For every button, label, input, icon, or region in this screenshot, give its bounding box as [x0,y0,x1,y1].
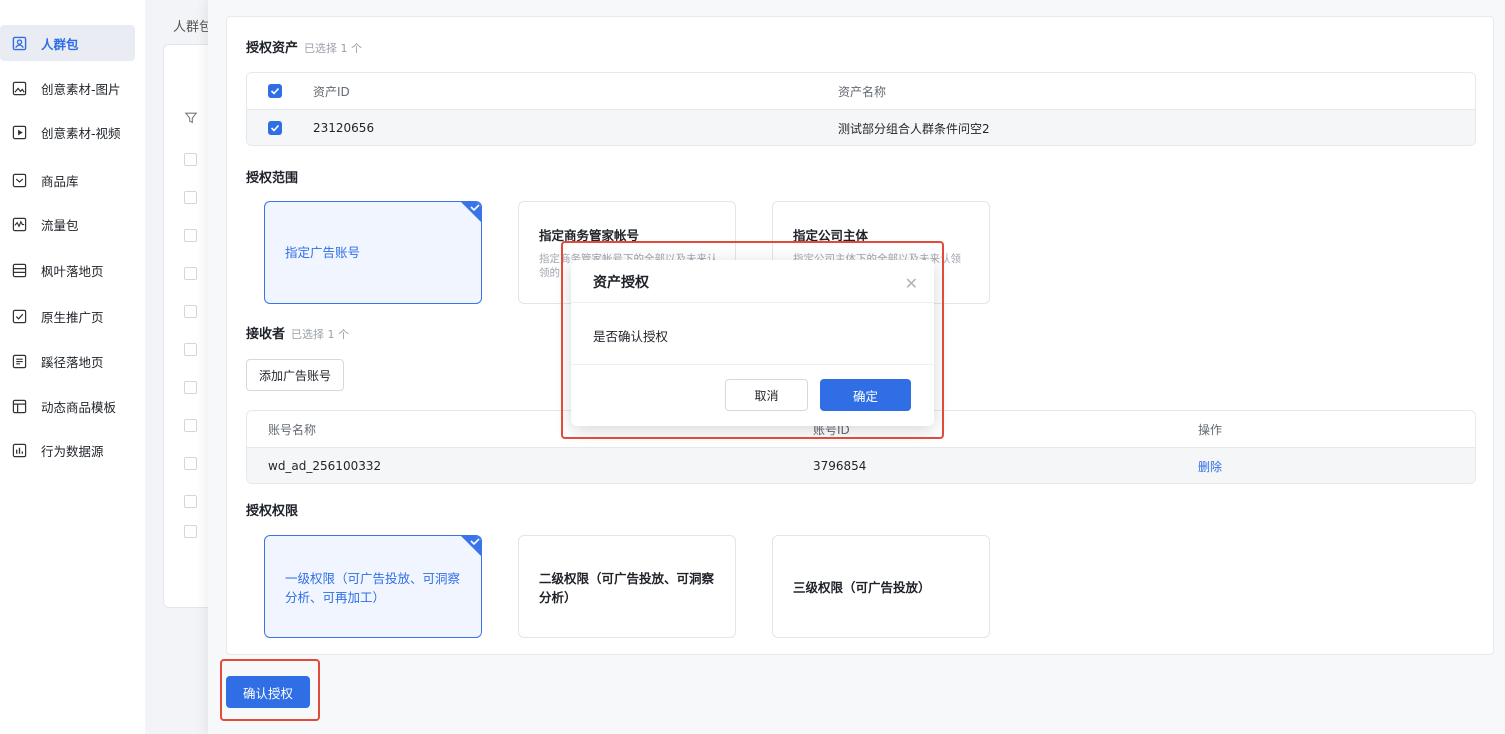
permission-option-level-1[interactable]: 一级权限（可广告投放、可洞察分析、可再加工） [264,535,482,638]
confirm-authorization-button[interactable]: 确认授权 [226,676,310,708]
option-label: 三级权限（可广告投放） [793,580,931,595]
col-action: 操作 [1198,422,1223,437]
row-checkbox[interactable] [184,495,197,508]
row-checkbox[interactable] [184,343,197,356]
video-play-icon [12,125,27,140]
close-icon[interactable]: ✕ [904,274,918,293]
permission-option-level-2[interactable]: 二级权限（可广告投放、可洞察分析） [518,535,736,638]
add-ad-account-button[interactable]: 添加广告账号 [246,359,345,391]
sidebar-item-label: 流量包 [41,217,79,233]
ok-button[interactable]: 确定 [820,379,911,411]
sidebar-item-creative-image[interactable]: 创意素材-图片 [0,70,135,106]
asset-name: 测试部分组合人群条件问空2 [838,121,990,136]
template-icon [12,399,27,414]
asset-id: 23120656 [313,121,375,135]
row-checkbox[interactable] [268,121,282,135]
table-row: wd_ad_256100332 3796854 删除 [247,447,1475,483]
row-checkbox[interactable] [184,419,197,432]
check-page-icon [12,309,27,324]
option-label: 指定商务管家帐号 [539,228,640,243]
image-icon [12,81,27,96]
col-asset-id: 资产ID [313,84,350,99]
row-checkbox[interactable] [184,457,197,470]
sidebar-item-label: 创意素材-图片 [41,81,121,97]
sidebar-item-audience[interactable]: 人群包 [0,25,135,61]
highlight-box-confirm [220,659,320,721]
check-icon [270,124,280,132]
list-page-icon [12,263,27,278]
assets-table: 资产ID 资产名称 23120656 测试部分组合人群条件问空2 [246,72,1476,146]
option-label: 指定公司主体 [793,228,869,243]
row-checkbox[interactable] [184,153,197,166]
selected-corner-check-icon [461,202,481,222]
option-label: 一级权限（可广告投放、可洞察分析、可再加工） [285,571,461,605]
scope-option-ad-account[interactable]: 指定广告账号 [264,201,482,304]
assets-section-title: 授权资产已选择 1 个 [246,41,363,56]
selected-corner-check-icon [461,536,481,556]
sidebar-item-label: 创意素材-视频 [41,125,121,141]
permission-section-title: 授权权限 [246,504,299,519]
select-all-checkbox[interactable] [268,84,282,98]
delete-link[interactable]: 删除 [1198,459,1223,474]
option-label: 指定广告账号 [285,245,361,260]
filter-icon[interactable] [184,111,198,125]
sidebar-item-label: 蹊径落地页 [41,354,104,370]
assets-selected-count: 已选择 1 个 [304,42,363,55]
col-account-id: 账号ID [813,422,850,437]
sidebar-item-label: 原生推广页 [41,309,104,325]
dialog-title: 资产授权 [593,275,649,291]
asset-authorization-dialog: 资产授权 ✕ 是否确认授权 取消 确定 [571,260,934,426]
sidebar-item-product-library[interactable]: 商品库 [0,162,135,198]
receiver-selected-count: 已选择 1 个 [291,328,350,341]
sidebar-item-behavior-data[interactable]: 行为数据源 [0,432,135,468]
sidebar-item-path-landing[interactable]: 蹊径落地页 [0,343,135,379]
row-checkbox[interactable] [184,305,197,318]
account-id: 3796854 [813,459,867,473]
sidebar-item-creative-video[interactable]: 创意素材-视频 [0,114,135,150]
account-name: wd_ad_256100332 [268,459,382,473]
option-label: 二级权限（可广告投放、可洞察分析） [539,571,715,605]
sidebar-item-native-promo[interactable]: 原生推广页 [0,298,135,334]
col-asset-name: 资产名称 [838,84,887,99]
sidebar-item-traffic-pack[interactable]: 流量包 [0,206,135,242]
row-checkbox[interactable] [184,267,197,280]
product-box-icon [12,173,27,188]
divider [571,364,934,365]
sidebar-item-maple-landing[interactable]: 枫叶落地页 [0,252,135,288]
highlight-box-dialog [561,241,944,439]
table-row[interactable]: 23120656 测试部分组合人群条件问空2 [247,109,1475,145]
row-checkbox[interactable] [184,229,197,242]
table-header: 资产ID 资产名称 [247,73,1475,109]
row-checkbox[interactable] [184,525,197,538]
document-icon [12,354,27,369]
authorization-form: 授权资产已选择 1 个 资产ID 资产名称 23120656 测试部分组合人群条… [226,16,1494,655]
sidebar-item-label: 人群包 [41,36,79,52]
receiver-section-title: 接收者已选择 1 个 [246,327,350,342]
divider [571,302,934,303]
bar-data-icon [12,443,27,458]
scope-section-title: 授权范围 [246,171,299,186]
sidebar-item-label: 枫叶落地页 [41,263,104,279]
traffic-chart-icon [12,217,27,232]
sidebar-item-label: 商品库 [41,173,79,189]
cancel-button[interactable]: 取消 [725,379,808,411]
sidebar-item-label: 动态商品模板 [41,399,117,415]
check-icon [270,87,280,95]
row-checkbox[interactable] [184,191,197,204]
sidebar-item-dynamic-template[interactable]: 动态商品模板 [0,388,135,424]
row-checkbox[interactable] [184,381,197,394]
permission-option-level-3[interactable]: 三级权限（可广告投放） [772,535,990,638]
user-portrait-icon [12,36,27,51]
col-account-name: 账号名称 [268,422,317,437]
dialog-message: 是否确认授权 [593,329,669,344]
background-heading: 人群包 [173,20,213,35]
sidebar-item-label: 行为数据源 [41,443,104,459]
sidebar: 人群包 创意素材-图片 创意素材-视频 商品库 流量包 枫叶落地页 原生推广 [0,0,145,734]
